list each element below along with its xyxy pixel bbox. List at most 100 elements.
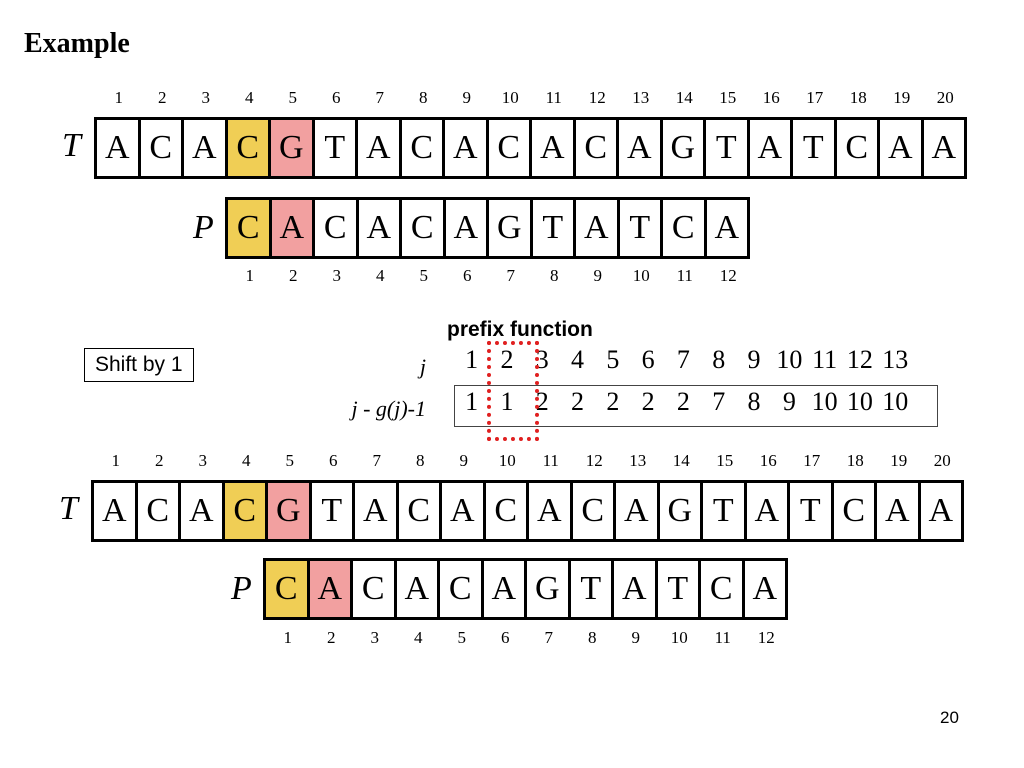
text-position-number: 10 <box>501 88 519 107</box>
text-cell: T <box>706 120 750 176</box>
text-cell: G <box>271 120 315 176</box>
text-position-number: 13 <box>632 88 650 107</box>
j-row-label: j <box>419 354 426 379</box>
g-value: 2 <box>571 387 585 416</box>
text-cell: T <box>703 483 747 539</box>
text-cell: T <box>793 120 837 176</box>
text-cell: C <box>138 483 181 539</box>
text-cell: C <box>834 483 877 539</box>
text-position-number: 13 <box>629 451 647 470</box>
pattern-position-number: 9 <box>631 628 641 647</box>
text-position-number: 18 <box>849 88 867 107</box>
text-cell: A <box>445 120 489 176</box>
pattern-position-number: 2 <box>289 266 298 285</box>
j-value: 12 <box>846 345 873 374</box>
text-cell: C <box>489 120 532 176</box>
pattern-cell: C <box>663 200 707 256</box>
text-cell: A <box>358 120 402 176</box>
text-position-number: 7 <box>375 88 385 107</box>
g-row-label: j - g(j)-1 <box>351 396 426 421</box>
text-position-number: 9 <box>462 88 472 107</box>
pattern-cell: A <box>309 561 353 617</box>
pattern-position-number: 9 <box>593 266 603 285</box>
pattern-position-number: 5 <box>457 628 467 647</box>
pattern-cell: G <box>489 200 533 256</box>
pattern-cell: C <box>440 561 484 617</box>
text-position-number: 5 <box>288 88 298 107</box>
pattern-cell: A <box>397 561 440 617</box>
text-position-number: 2 <box>158 88 167 107</box>
g-value: 10 <box>882 387 909 416</box>
pattern-cell: T <box>533 200 576 256</box>
top-pattern-label: P <box>193 209 214 246</box>
g-value: 2 <box>676 387 690 416</box>
pattern-position-number: 10 <box>632 266 650 285</box>
pattern-position-number: 5 <box>419 266 429 285</box>
pattern-position-number: 6 <box>501 628 510 647</box>
text-position-number: 16 <box>759 451 777 470</box>
pattern-cell: A <box>359 200 402 256</box>
g-values-box <box>454 385 938 427</box>
pattern-cell: A <box>707 200 750 256</box>
text-cell: A <box>619 120 663 176</box>
text-position-number: 6 <box>332 88 341 107</box>
text-cell: A <box>616 483 660 539</box>
text-cell: A <box>94 483 138 539</box>
text-position-number: 14 <box>672 451 690 470</box>
pattern-position-number: 3 <box>370 628 380 647</box>
text-position-number: 19 <box>893 88 911 107</box>
text-position-number: 3 <box>201 88 211 107</box>
pattern-cell: A <box>484 561 527 617</box>
text-cell: A <box>880 120 924 176</box>
text-position-number: 15 <box>719 88 737 107</box>
pattern-position-number: 10 <box>670 628 688 647</box>
text-position-number: 5 <box>285 451 295 470</box>
pattern-cell: C <box>266 561 310 617</box>
text-position-number: 17 <box>803 451 821 470</box>
text-cell: A <box>355 483 399 539</box>
pattern-position-number: 2 <box>327 628 336 647</box>
text-cell: C <box>141 120 184 176</box>
text-position-number: 11 <box>542 451 559 470</box>
pattern-position-number: 1 <box>245 266 255 285</box>
g-value: 2 <box>641 387 655 416</box>
text-cell: C <box>576 120 619 176</box>
text-position-number: 11 <box>545 88 562 107</box>
pattern-position-number: 8 <box>550 266 559 285</box>
text-position-number: 14 <box>675 88 693 107</box>
pattern-cell: C <box>402 200 446 256</box>
j-value: 4 <box>571 345 585 374</box>
bottom-pattern-label: P <box>231 570 252 607</box>
pattern-position-number: 4 <box>376 266 385 285</box>
pattern-cell: C <box>353 561 397 617</box>
j-value: 1 <box>465 345 479 374</box>
pattern-cell: C <box>228 200 272 256</box>
text-position-number: 16 <box>762 88 780 107</box>
text-cell: A <box>750 120 793 176</box>
pattern-cell: T <box>571 561 614 617</box>
text-cell: A <box>442 483 486 539</box>
text-cell: A <box>532 120 576 176</box>
pattern-cell: A <box>745 561 788 617</box>
text-cell: A <box>529 483 573 539</box>
text-cell: A <box>181 483 225 539</box>
text-position-number: 3 <box>198 451 208 470</box>
pattern-position-number: 8 <box>588 628 597 647</box>
text-cell: C <box>224 483 268 539</box>
pattern-position-number: 7 <box>544 628 554 647</box>
text-position-number: 1 <box>114 88 124 107</box>
j-value: 6 <box>641 345 655 374</box>
j-value: 2 <box>500 345 514 374</box>
j-value: 8 <box>712 345 726 374</box>
text-position-number: 1 <box>111 451 121 470</box>
text-cell: A <box>97 120 141 176</box>
j-value: 7 <box>676 345 690 374</box>
